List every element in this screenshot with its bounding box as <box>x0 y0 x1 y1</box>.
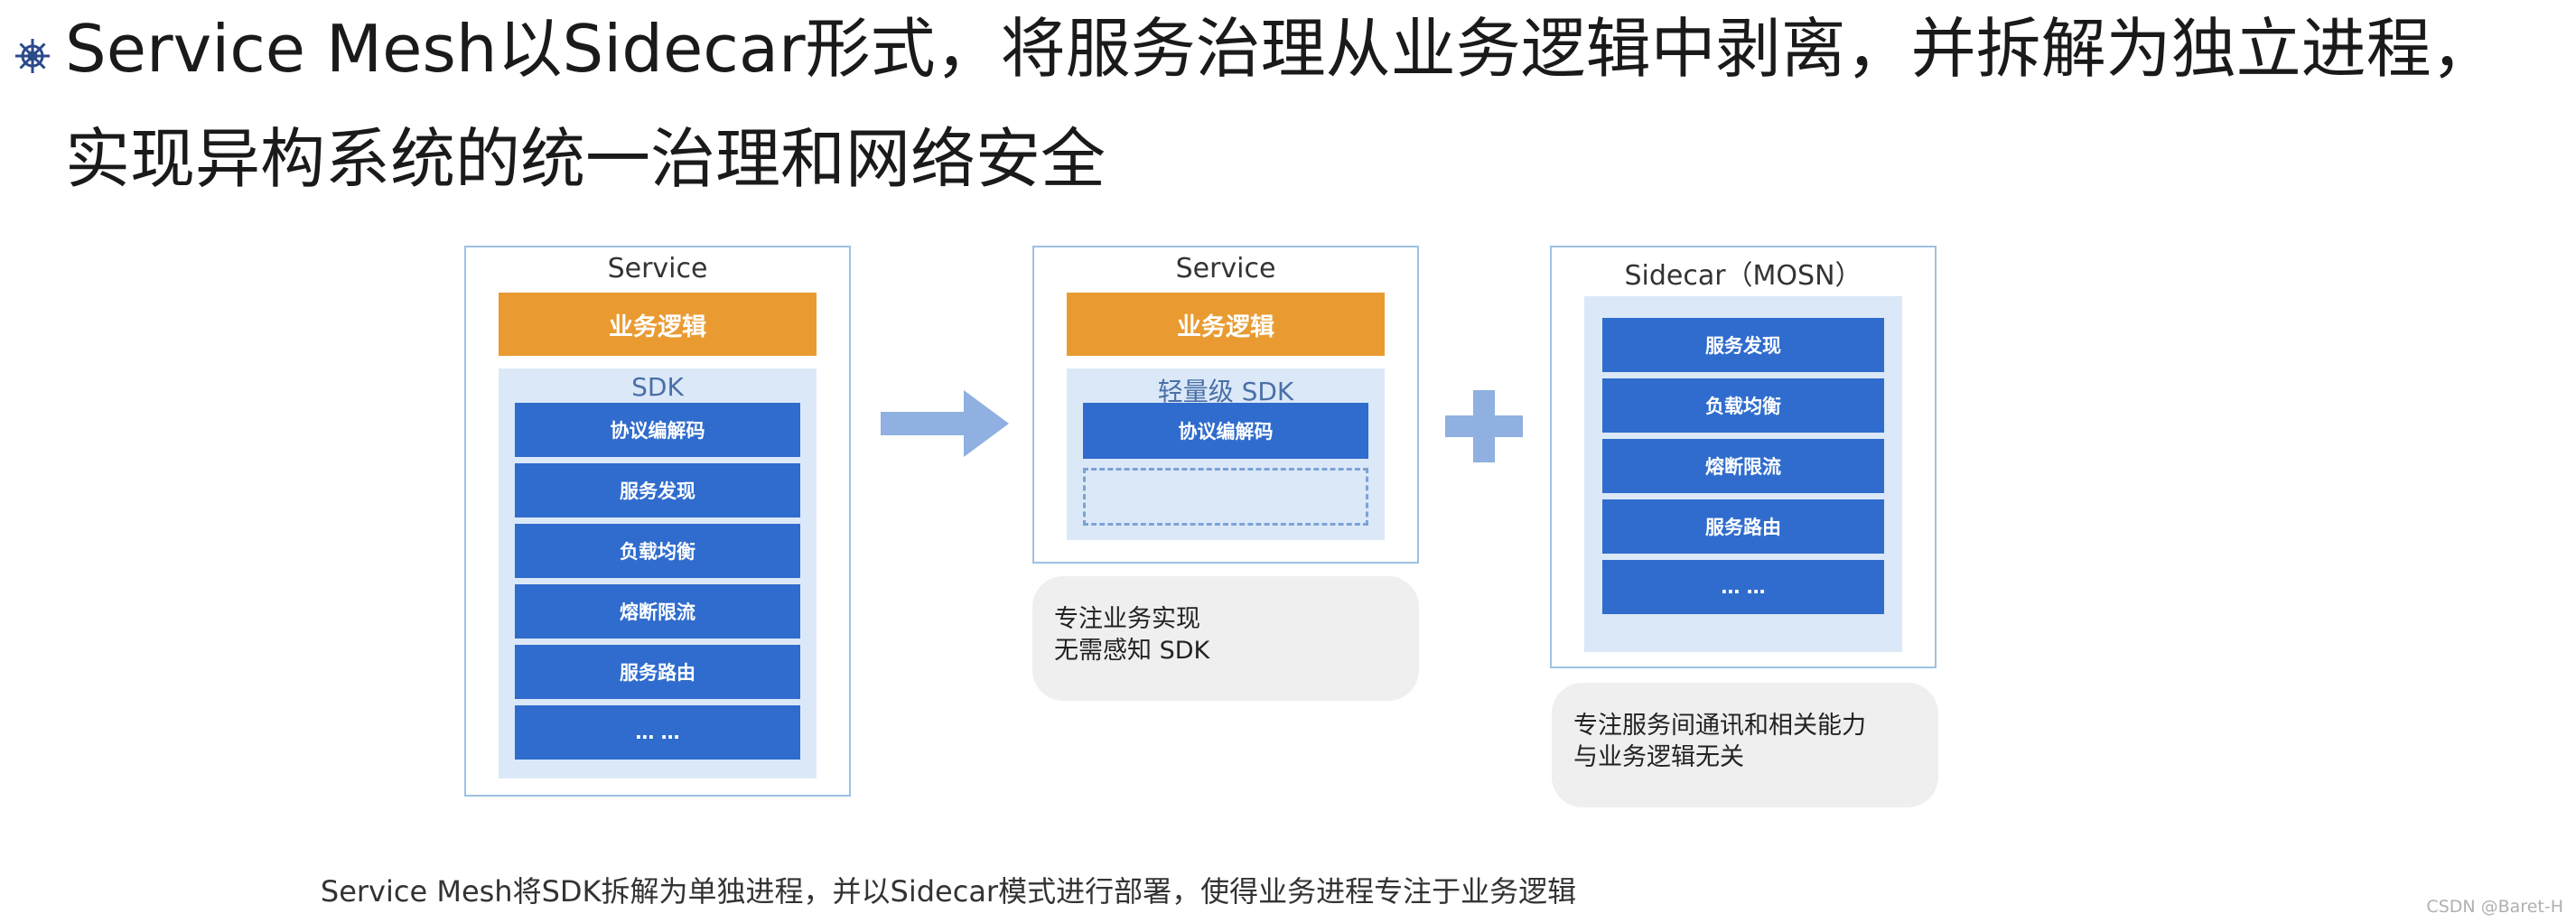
sdk-item-protocol-codec: 协议编解码 <box>515 403 800 457</box>
service-sdk-panel: Service 业务逻辑 SDK 协议编解码 服务发现 负载均衡 熔断限流 服务… <box>464 246 851 797</box>
sdk-item-more: … … <box>515 705 800 760</box>
sidecar-item-load-balancing: 负载均衡 <box>1602 378 1884 433</box>
sidecar-item-service-routing: 服务路由 <box>1602 499 1884 554</box>
business-logic-bar: 业务逻辑 <box>1067 293 1385 356</box>
sidecar-item-more: … … <box>1602 560 1884 614</box>
sdk-item-protocol-codec: 协议编解码 <box>1083 403 1368 459</box>
heading-line-1: Service Mesh以Sidecar形式，将服务治理从业务逻辑中剥离，并拆解… <box>65 11 2497 87</box>
note-line: 无需感知 SDK <box>1054 637 1210 665</box>
panel-title: Service <box>1175 253 1276 284</box>
plus-icon <box>1445 390 1523 462</box>
panel-title: Service <box>607 253 708 284</box>
panel-title: Sidecar（MOSN） <box>1624 260 1862 292</box>
sdk-title: SDK <box>631 372 684 402</box>
service-light-sdk-panel: Service 业务逻辑 轻量级 SDK 协议编解码 <box>1032 246 1419 564</box>
sdk-item-service-routing: 服务路由 <box>515 645 800 699</box>
ship-wheel-icon <box>15 39 50 73</box>
diagram-caption: Service Mesh将SDK拆解为单独进程，并以Sidecar模式进行部署，… <box>320 874 1577 909</box>
sidecar-item-service-discovery: 服务发现 <box>1602 318 1884 372</box>
watermark: CSDN @Baret-H <box>2426 897 2563 917</box>
sidecar-item-circuit-breaking: 熔断限流 <box>1602 439 1884 493</box>
light-sdk-box: 轻量级 SDK 协议编解码 <box>1067 368 1385 540</box>
sdk-item-circuit-breaking: 熔断限流 <box>515 584 800 639</box>
business-logic-bar: 业务逻辑 <box>499 293 817 356</box>
heading-line-2: 实现异构系统的统一治理和网络安全 <box>65 121 1106 197</box>
note-line: 专注服务间通讯和相关能力 <box>1573 712 1866 740</box>
sdk-item-load-balancing: 负载均衡 <box>515 524 800 578</box>
right-note: 专注服务间通讯和相关能力 与业务逻辑无关 <box>1552 683 1938 807</box>
middle-note: 专注业务实现 无需感知 SDK <box>1032 576 1419 701</box>
note-line: 专注业务实现 <box>1054 605 1200 633</box>
note-line: 与业务逻辑无关 <box>1573 743 1744 771</box>
sidecar-box: 服务发现 负载均衡 熔断限流 服务路由 … … <box>1584 296 1902 652</box>
right-arrow-icon <box>881 390 1009 457</box>
removed-capabilities-placeholder <box>1083 468 1368 526</box>
sdk-item-service-discovery: 服务发现 <box>515 463 800 517</box>
sidecar-panel: Sidecar（MOSN） 服务发现 负载均衡 熔断限流 服务路由 … … <box>1550 246 1937 668</box>
sdk-box: SDK 协议编解码 服务发现 负载均衡 熔断限流 服务路由 … … <box>499 368 817 778</box>
light-sdk-title: 轻量级 SDK <box>1157 377 1294 406</box>
